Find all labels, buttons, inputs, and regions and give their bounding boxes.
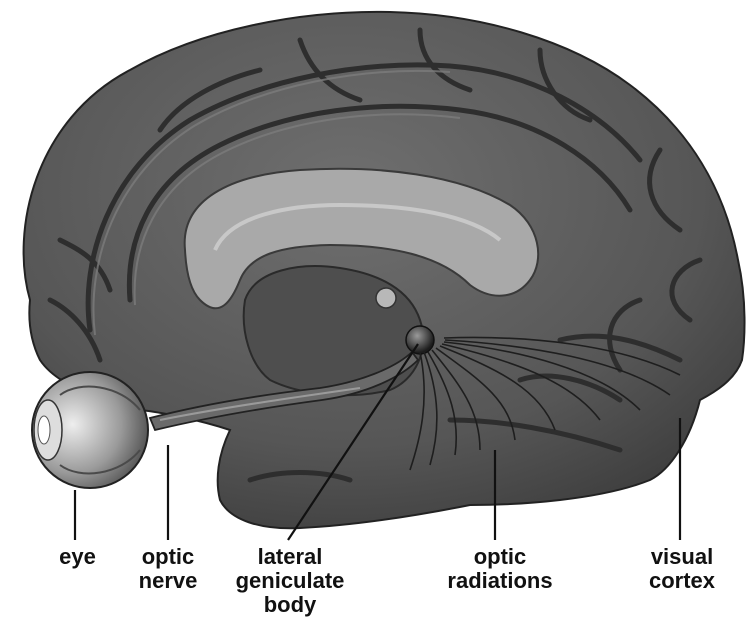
label-lgb-line-3: body xyxy=(220,593,360,617)
label-optic-nerve-line-2: nerve xyxy=(128,569,208,593)
mammillary-body xyxy=(376,288,396,308)
label-optic-radiations-line-2: radiations xyxy=(430,569,570,593)
label-visual-cortex-line-2: cortex xyxy=(632,569,732,593)
label-eye-line-1: eye xyxy=(50,545,105,569)
label-eye: eye xyxy=(50,545,105,569)
label-lgb-line-1: lateral xyxy=(220,545,360,569)
label-visual-cortex-line-1: visual xyxy=(632,545,732,569)
label-optic-nerve: optic nerve xyxy=(128,545,208,593)
label-lateral-geniculate-body: lateral geniculate body xyxy=(220,545,360,617)
label-visual-cortex: visual cortex xyxy=(632,545,732,593)
label-lgb-line-2: geniculate xyxy=(220,569,360,593)
label-optic-radiations: optic radiations xyxy=(430,545,570,593)
eyeball xyxy=(32,372,148,488)
lateral-geniculate-nucleus xyxy=(406,326,434,354)
label-optic-nerve-line-1: optic xyxy=(128,545,208,569)
label-optic-radiations-line-1: optic xyxy=(430,545,570,569)
